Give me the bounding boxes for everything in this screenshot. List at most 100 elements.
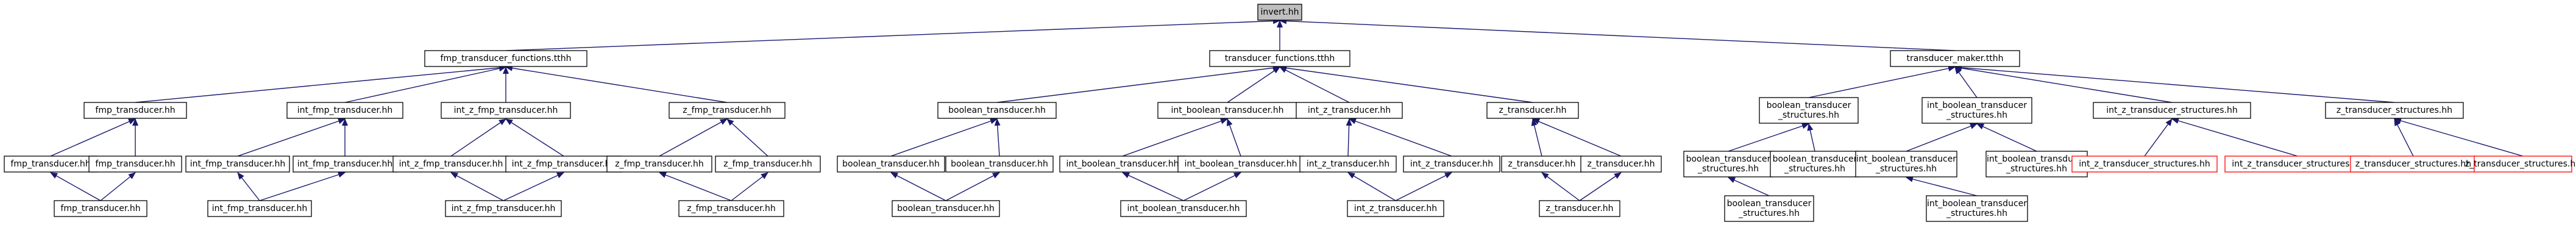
node-int-z-fmp-transducer-hh[interactable]: int_z_fmp_transducer.hh	[441, 102, 571, 119]
node-box	[83, 102, 187, 119]
node-label: z_transducer_structures.hh	[2465, 159, 2576, 169]
edge-boolean_l4-to-boolean_l3a	[890, 172, 946, 201]
node-label: int_boolean_transducer.hh	[1185, 159, 1297, 169]
node-int-z-l3a[interactable]: int_z_transducer.hh	[1299, 156, 1397, 173]
node-z-fmp-l3b[interactable]: z_fmp_transducer.hh	[715, 156, 821, 173]
edge-int_boolean_structures-to-transducer_maker	[1954, 66, 1978, 98]
node-transducer-functions[interactable]: transducer_functions.tthh	[1209, 50, 1350, 67]
node-box	[1257, 4, 1302, 21]
node-label: boolean_transducer.hh	[842, 159, 940, 169]
node-label: boolean_transducer.hh	[951, 159, 1048, 169]
node-label: int_z_fmp_transducer.hh	[454, 106, 558, 115]
node-z-transducer-hh[interactable]: z_transducer.hh	[1486, 102, 1579, 119]
node-label: z_transducer_structures.hh	[2336, 106, 2452, 115]
node-z-l3a[interactable]: z_transducer.hh	[1501, 156, 1583, 173]
node-boolean-transducer-hh[interactable]: boolean_transducer.hh	[937, 102, 1057, 119]
node-z-structures[interactable]: z_transducer_structures.hh	[2325, 102, 2464, 119]
node-fmp-transducer-hh[interactable]: fmp_transducer.hh	[83, 102, 187, 119]
node-int-z-fmp-l3a[interactable]: int_z_fmp_transducer.hh	[392, 156, 509, 173]
edge-z_l4-to-z_l3a	[1541, 172, 1580, 201]
node-fmp-l3b[interactable]: fmp_transducer.hh	[88, 156, 182, 173]
edge-int_z_l4-to-int_z_l3a	[1347, 172, 1396, 201]
node-int-boolean-l4[interactable]: int_boolean_transducer.hh	[1120, 200, 1247, 217]
node-box	[1299, 156, 1397, 173]
node-fmp-l3a[interactable]: fmp_transducer.hh	[4, 156, 98, 173]
node-z-fmp-l3a[interactable]: z_fmp_transducer.hh	[606, 156, 712, 173]
node-label: boolean_transducer.hh	[948, 106, 1046, 115]
node-label: int_z_transducer.hh	[1307, 159, 1389, 169]
node-label: int_boolean_transducer	[1856, 154, 1956, 164]
node-z-struct-ext-a[interactable]: z_transducer_structures.hh	[2350, 156, 2477, 173]
node-z-struct-ext-b[interactable]: z_transducer_structures.hh	[2465, 156, 2576, 173]
edge-boolean_struct_l4-to-boolean_struct_l3a	[1728, 177, 1770, 196]
node-box	[1403, 156, 1500, 173]
edge-int_z_l3a-to-int_z_transducer_hh	[1346, 118, 1352, 157]
node-fmp-functions[interactable]: fmp_transducer_functions.tthh	[424, 50, 587, 67]
node-label: _structures.hh	[1778, 110, 1839, 120]
node-int-z-struct-ext-b[interactable]: int_z_transducer_structures.hh	[2224, 156, 2371, 173]
node-label: _structures.hh	[1784, 164, 1845, 174]
node-invert[interactable]: invert.hh	[1257, 4, 1302, 21]
node-int-boolean-transducer-hh[interactable]: int_boolean_transducer.hh	[1157, 102, 1297, 119]
node-int-fmp-l3b[interactable]: int_fmp_transducer.hh	[293, 156, 397, 173]
edge-boolean_l3a-to-boolean_transducer_hh	[890, 118, 998, 157]
edge-int_z_fmp_l4-to-int_z_fmp_l3b	[503, 172, 564, 201]
edge-transducer_maker-to-invert	[1279, 18, 1956, 51]
node-label: int_z_transducer.hh	[1354, 204, 1437, 213]
node-boolean-l3a[interactable]: boolean_transducer.hh	[837, 156, 945, 173]
node-z-l4[interactable]: z_transducer.hh	[1539, 200, 1620, 217]
edge-int_z_transducer_hh-to-transducer_functions	[1279, 66, 1350, 103]
node-int-boolean-l3b[interactable]: int_boolean_transducer.hh	[1177, 156, 1304, 173]
node-int-z-transducer-hh[interactable]: int_z_transducer.hh	[1296, 102, 1403, 119]
node-int-boolean-l3a[interactable]: int_boolean_transducer.hh	[1059, 156, 1186, 173]
node-box	[2325, 102, 2464, 119]
node-label: _structures.hh	[1946, 209, 2007, 218]
node-box	[1120, 200, 1247, 217]
node-label: z_fmp_transducer.hh	[615, 159, 704, 169]
node-int-z-l3b[interactable]: int_z_transducer.hh	[1403, 156, 1500, 173]
edge-fmp_l3a-to-fmp_transducer_hh	[50, 118, 136, 157]
node-box	[88, 156, 182, 173]
node-label: z_transducer.hh	[1545, 204, 1613, 213]
node-z-fmp-transducer-hh[interactable]: z_fmp_transducer.hh	[669, 102, 786, 119]
node-boolean-struct-l3a[interactable]: boolean_transducer_structures.hh	[1683, 151, 1773, 177]
node-int-z-fmp-l3b[interactable]: int_z_fmp_transducer.hh	[505, 156, 622, 173]
node-int-z-structures[interactable]: int_z_transducer_structures.hh	[2093, 102, 2251, 119]
node-int-boolean-struct-l3b[interactable]: int_boolean_transducer_structures.hh	[1985, 151, 2088, 177]
edge-z_fmp_l3a-to-z_fmp_transducer_hh	[659, 118, 728, 157]
node-int-fmp-transducer-hh[interactable]: int_fmp_transducer.hh	[286, 102, 403, 119]
node-label: transducer_functions.tthh	[1225, 54, 1335, 63]
node-transducer-maker[interactable]: transducer_maker.tthh	[1890, 50, 2020, 67]
edge-z_structures-to-transducer_maker	[1954, 64, 2395, 103]
node-int-z-struct-ext-a[interactable]: int_z_transducer_structures.hh	[2071, 156, 2218, 173]
edge-int_boolean_struct_l3a-to-int_boolean_structures	[1906, 123, 1978, 152]
node-label: z_fmp_transducer.hh	[687, 204, 776, 213]
node-box	[678, 200, 784, 217]
node-boolean-struct-l3b[interactable]: boolean_transducer_structures.hh	[1770, 151, 1860, 177]
node-int-fmp-l3a[interactable]: int_fmp_transducer.hh	[185, 156, 290, 173]
node-int-boolean-structures[interactable]: int_boolean_transducer_structures.hh	[1921, 97, 2032, 124]
node-int-z-l4[interactable]: int_z_transducer.hh	[1347, 200, 1444, 217]
node-z-l3b[interactable]: z_transducer.hh	[1580, 156, 1662, 173]
edge-int_z_l4-to-int_z_l3b	[1395, 172, 1452, 201]
edge-z_struct_ext_a-to-z_structures	[2394, 118, 2414, 157]
node-boolean-struct-l4[interactable]: boolean_transducer_structures.hh	[1724, 195, 1814, 222]
edge-z_transducer_hh-to-transducer_functions	[1279, 65, 1533, 103]
node-int-boolean-struct-l4[interactable]: int_boolean_transducer_structures.hh	[1926, 195, 2028, 222]
node-label: boolean_transducer	[1773, 154, 1857, 164]
node-boolean-l3b[interactable]: boolean_transducer.hh	[945, 156, 1054, 173]
node-int-fmp-l4[interactable]: int_fmp_transducer.hh	[207, 200, 312, 217]
edge-z_struct_ext_b-to-z_structures	[2394, 118, 2524, 157]
node-boolean-l4[interactable]: boolean_transducer.hh	[892, 200, 1000, 217]
node-int-z-fmp-l4[interactable]: int_z_fmp_transducer.hh	[445, 200, 562, 217]
node-z-fmp-l4[interactable]: z_fmp_transducer.hh	[678, 200, 784, 217]
edges-layer	[50, 18, 2524, 201]
node-int-boolean-struct-l3a[interactable]: int_boolean_transducer_structures.hh	[1855, 151, 1957, 177]
node-box	[424, 50, 587, 67]
node-boolean-structures[interactable]: boolean_transducer_structures.hh	[1759, 97, 1859, 124]
node-fmp-l4[interactable]: fmp_transducer.hh	[54, 200, 147, 217]
edge-int_z_fmp_l3a-to-int_z_fmp_transducer_hh	[450, 118, 506, 157]
node-box	[445, 200, 562, 217]
node-label: int_boolean_transducer.hh	[1127, 204, 1240, 213]
